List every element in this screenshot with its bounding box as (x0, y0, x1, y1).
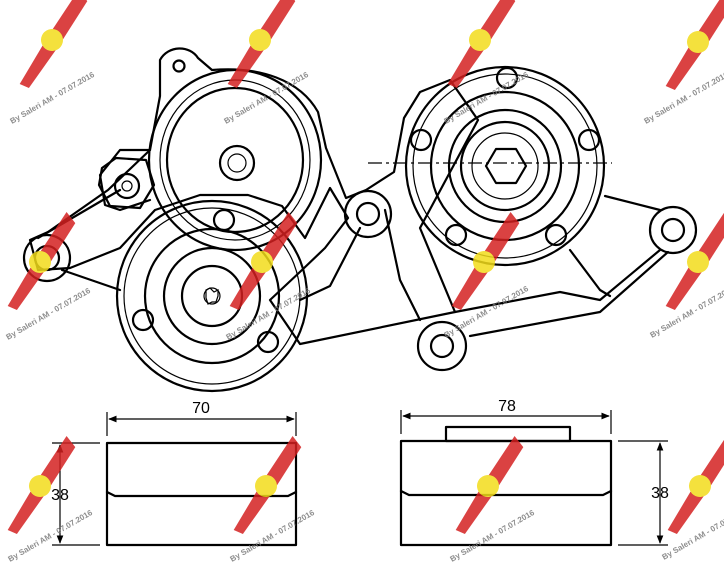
right-width-value: 78 (498, 398, 516, 415)
bottom-eyelet (416, 320, 468, 372)
watermark-logo (227, 0, 296, 88)
watermark-text: By Saleri AM - 07.07.2016 (661, 506, 724, 562)
idler-pulley-bearing (447, 108, 563, 224)
watermark-logo (229, 212, 298, 310)
left-width-value: 70 (192, 400, 210, 417)
right-pulley-side-view: 78 38 (399, 398, 669, 547)
watermark-text: By Saleri AM - 07.07.2016 (9, 70, 97, 126)
left-height-value: 38 (51, 487, 69, 504)
center-eyelet (343, 189, 393, 239)
hex-nut (97, 156, 156, 210)
watermark-logo (7, 436, 76, 534)
hex-bolt-head (484, 147, 528, 185)
watermark-text: By Saleri AM - 07.07.2016 (449, 508, 537, 564)
lower-pulley-bearing (162, 246, 262, 346)
assembly-view (22, 47, 698, 393)
watermark-logo (665, 212, 724, 310)
watermark-text: By Saleri AM - 07.07.2016 (229, 508, 317, 564)
watermark-logo (667, 436, 724, 534)
watermark-logo (19, 0, 88, 88)
right-eyelet (648, 205, 698, 255)
watermark-logo (665, 0, 724, 90)
left-pulley-side-view: 70 38 (51, 400, 298, 547)
watermark-logo (233, 436, 302, 534)
watermark-logo (451, 212, 520, 310)
right-height-value: 38 (651, 485, 669, 502)
watermark-logo (7, 212, 76, 310)
right-arm (568, 194, 662, 298)
connecting-arm (298, 208, 670, 338)
top-mounting-hole (172, 59, 186, 73)
watermark-logo (455, 436, 524, 534)
lower-pulley (115, 199, 309, 393)
watermark-logo (447, 0, 516, 88)
